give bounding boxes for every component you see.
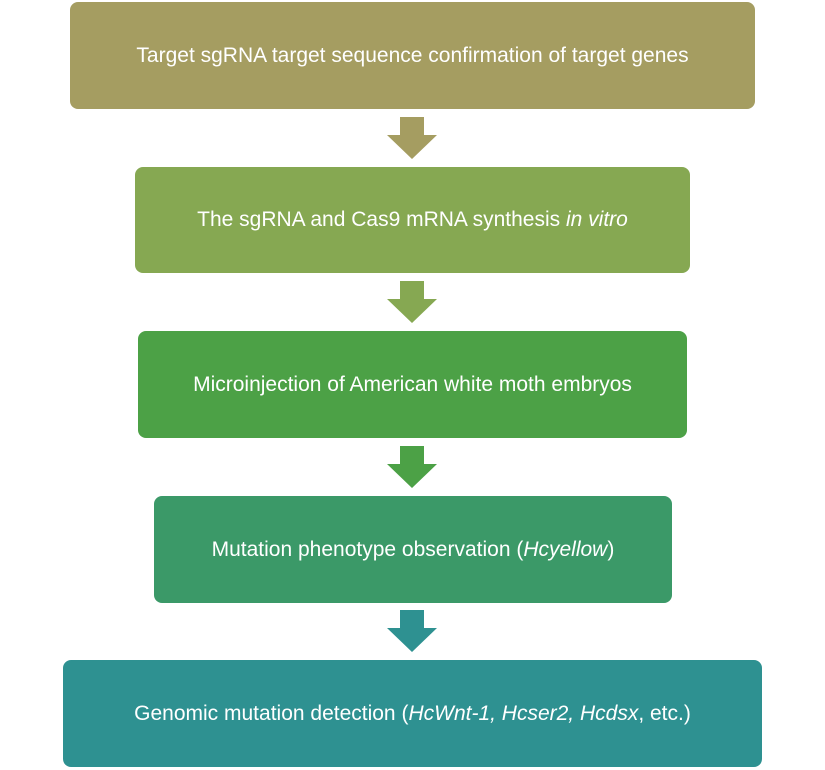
flow-step-1-label: Target sgRNA target sequence confirmatio… xyxy=(136,43,689,67)
arrow-4-shape xyxy=(387,610,437,652)
flow-step-4-italic: Hcyellow xyxy=(523,537,608,561)
down-arrow-icon xyxy=(387,281,437,323)
flow-step-2-box: The sgRNA and Cas9 mRNA synthesis in vit… xyxy=(135,167,690,273)
flow-step-5-box: Genomic mutation detection (HcWnt-1, Hcs… xyxy=(63,660,762,767)
down-arrow-icon xyxy=(387,610,437,652)
flow-step-4-text: Mutation phenotype observation ( xyxy=(211,537,524,561)
flow-step-4-box: Mutation phenotype observation (Hcyellow… xyxy=(154,496,672,603)
flow-step-3-label: Microinjection of American white moth em… xyxy=(193,372,632,396)
flow-step-5-label: Genomic mutation detection (HcWnt-1, Hcs… xyxy=(134,702,691,726)
flow-step-2-label: The sgRNA and Cas9 mRNA synthesis in vit… xyxy=(197,208,628,232)
flow-step-1-box: Target sgRNA target sequence confirmatio… xyxy=(70,2,755,109)
arrow-3-shape xyxy=(387,446,437,488)
flow-step-2-italic: in vitro xyxy=(565,208,628,231)
flow-step-5-text: Genomic mutation detection ( xyxy=(134,701,409,725)
flow-step-3-box: Microinjection of American white moth em… xyxy=(138,331,687,438)
flow-step-2-text: The sgRNA and Cas9 mRNA synthesis xyxy=(197,208,566,231)
flow-step-4-text-end: ) xyxy=(607,537,615,561)
arrow-2-shape xyxy=(387,281,437,323)
flow-step-5-text-end: , etc.) xyxy=(638,701,691,725)
down-arrow-icon xyxy=(387,446,437,488)
flow-step-5-italic: HcWnt-1, Hcser2, Hcdsx xyxy=(408,701,639,725)
down-arrow-icon xyxy=(387,117,437,159)
arrow-1-shape xyxy=(387,117,437,159)
flow-step-4-label: Mutation phenotype observation (Hcyellow… xyxy=(212,538,615,562)
